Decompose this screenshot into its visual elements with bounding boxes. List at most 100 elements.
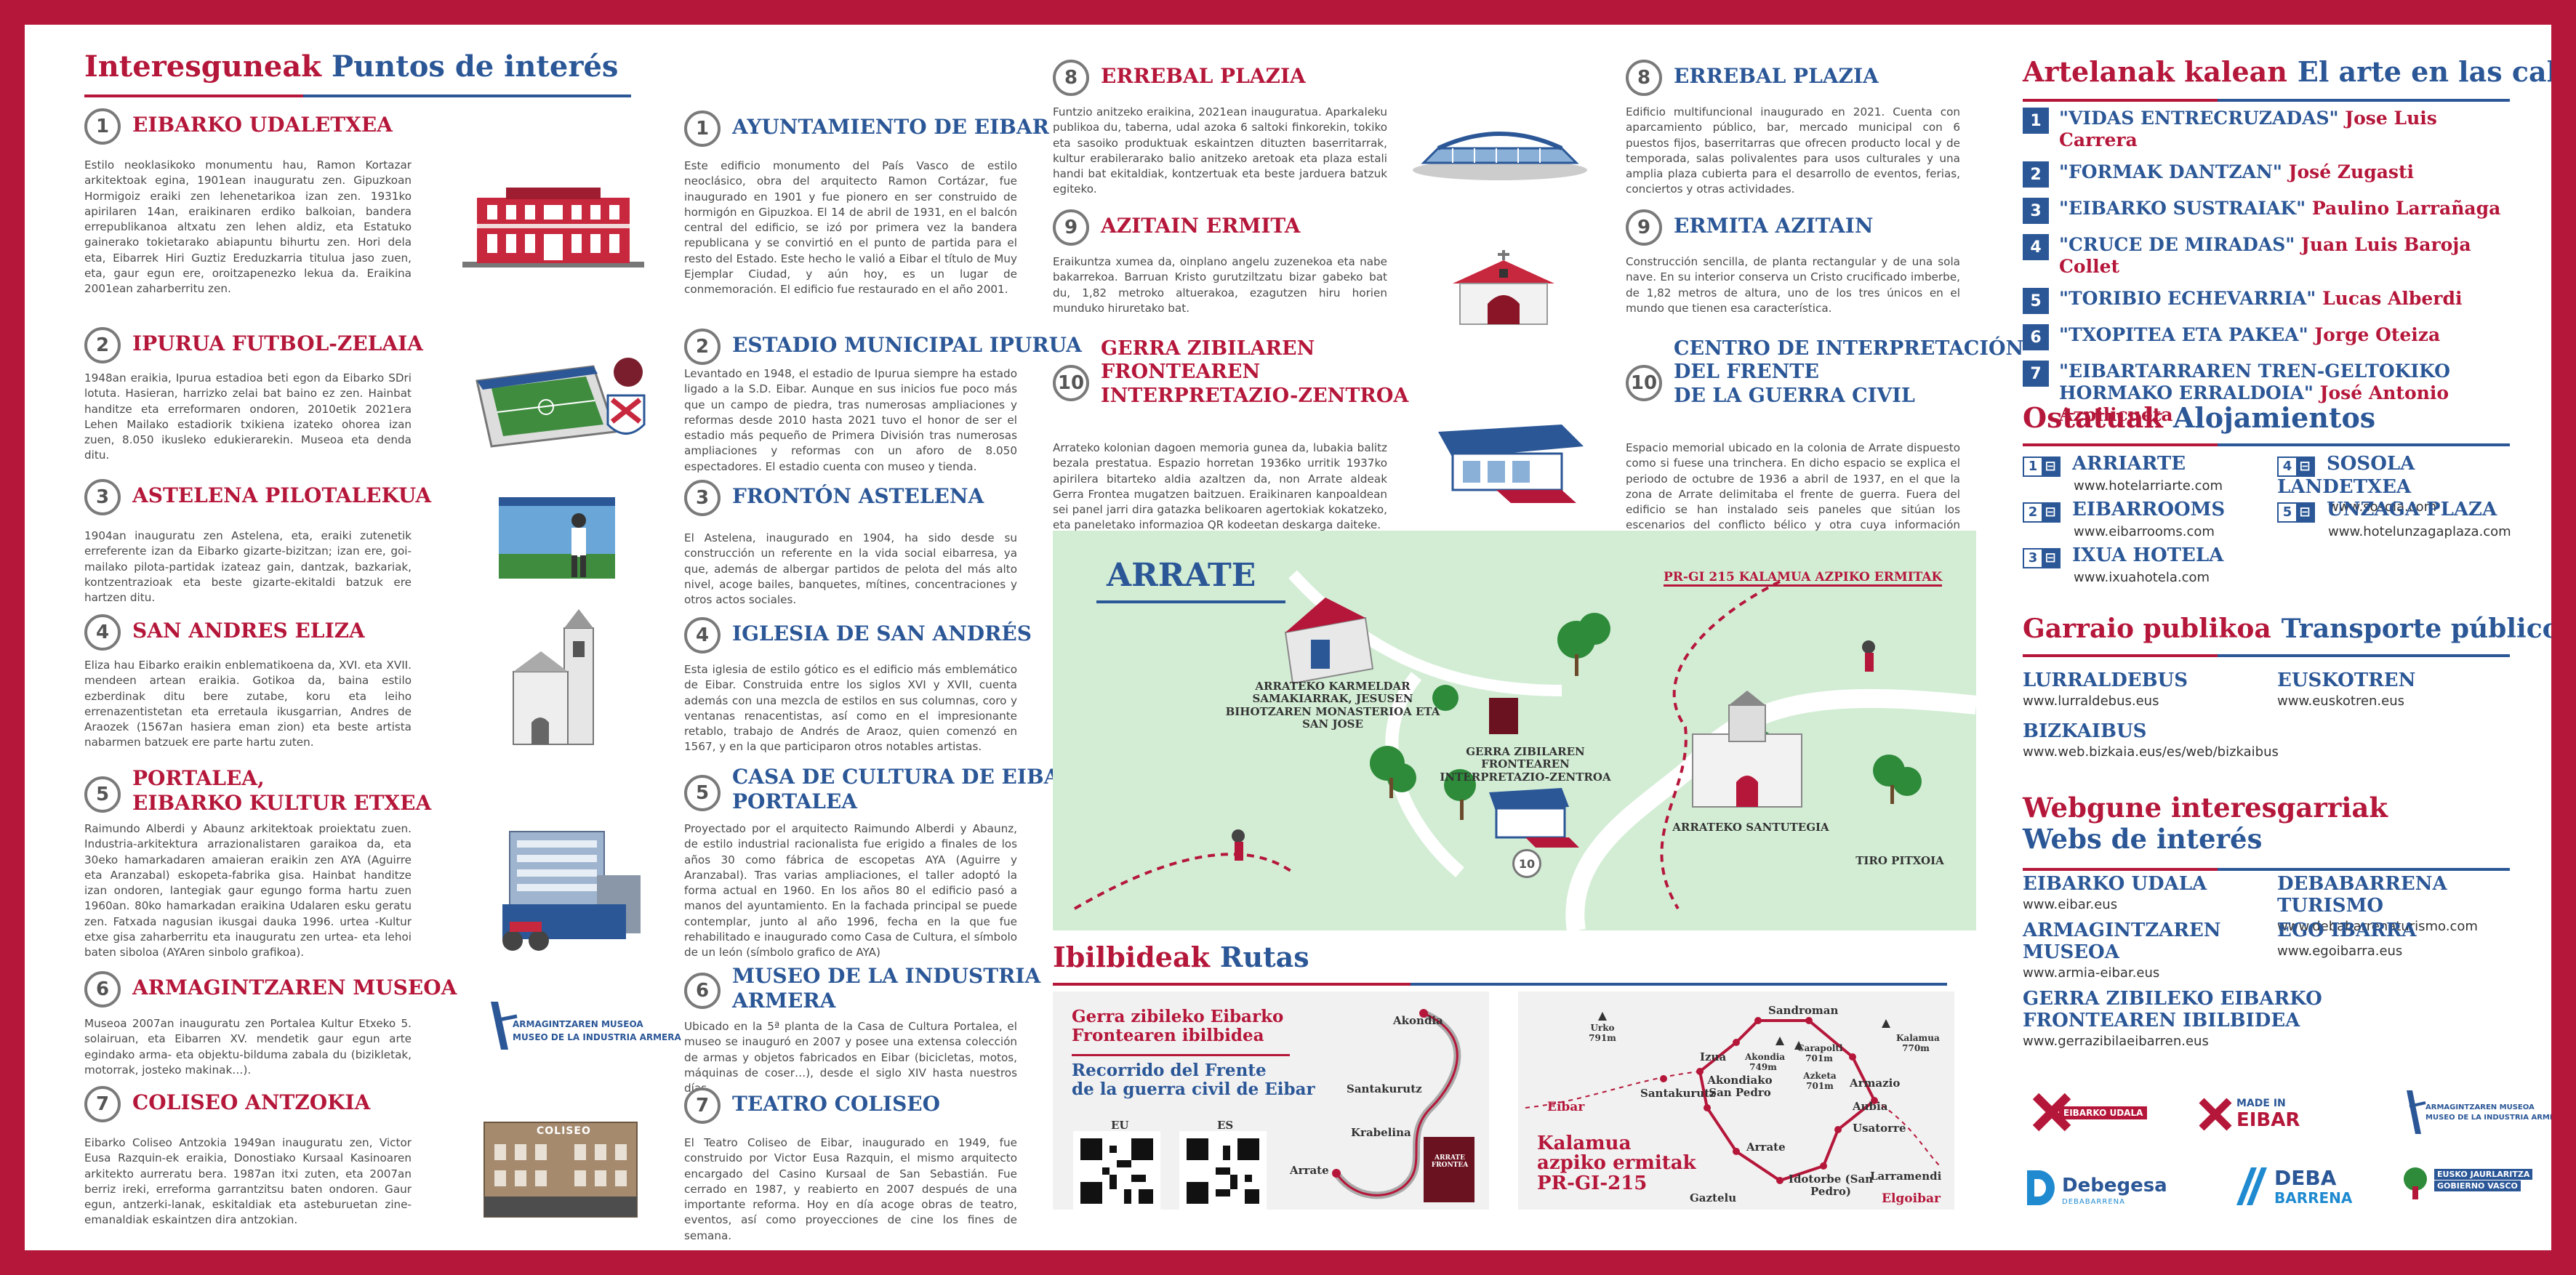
bed-icon: ⊟ <box>2042 457 2059 475</box>
art-item-6: 6"TXOPITEA ETA PAKEA" Jorge Oteiza <box>2023 324 2517 350</box>
title-line: PORTALEA, <box>132 766 265 790</box>
poi-item-body: Construcción sencilla, de planta rectang… <box>1626 255 1960 315</box>
poi-number: 8 <box>1053 60 1089 96</box>
poi-item-body: El Astelena, inaugurado en 1904, ha sido… <box>684 531 1017 607</box>
web-url[interactable]: www.debabarrenaturismo.com <box>2277 918 2478 934</box>
poi-item-title: ARMAGINTZAREN MUSEOA <box>132 976 457 1000</box>
poi-item-body: Este edificio monumento del País Vasco d… <box>684 159 1017 297</box>
art-item-text: "EIBARKO SUSTRAIAK" Paulino Larrañaga <box>2059 198 2500 220</box>
poi-number: 2 <box>684 329 721 365</box>
poi-number: 10 <box>1626 365 1662 401</box>
poi-number: 5 <box>84 776 121 813</box>
route-2-map <box>1525 1012 1941 1184</box>
barrena-text: BARRENA <box>2274 1189 2353 1207</box>
hotel-name: SOSOLA LANDETXEA <box>2277 453 2415 498</box>
hotel-badge: 2⊟ <box>2023 502 2061 523</box>
fronton-illustration <box>499 497 615 579</box>
poi-rule <box>84 94 631 97</box>
route-2-place: Gaztelu <box>1690 1191 1737 1204</box>
route-2-place: Santakurutz <box>1640 1087 1716 1100</box>
art-item-7: 7"EIBARTARRAREN TREN-GELTOKIKO HORMAKO E… <box>2023 361 2517 426</box>
transport-title-es: Transporte público <box>2281 614 2551 644</box>
route-2-place: Aubia <box>1853 1100 1888 1113</box>
webs-title-eu: Webgune interesgarriak <box>2023 792 2388 824</box>
poi-item-title: TEATRO COLISEO <box>732 1092 941 1116</box>
poi-item-title: IGLESIA DE SAN ANDRÉS <box>732 622 1032 645</box>
lodging-item-2: 2⊟EIBARROOMS www.eibarrooms.com <box>2023 499 2225 541</box>
gv-text-2: GOBIERNO VASCO <box>2434 1181 2521 1191</box>
poi-number: 1 <box>684 110 721 147</box>
title-line: MUSEOA <box>2023 941 2119 963</box>
poi-item-body: Estilo neoklasikoko monumentu hau, Ramon… <box>84 158 412 296</box>
hotel-url[interactable]: www.sosola.com <box>2328 499 2437 515</box>
art-title-eu: Artelanak kalean <box>2023 55 2287 88</box>
hotel-url[interactable]: www.eibarrooms.com <box>2074 523 2215 539</box>
art-title-es: El arte en las calles <box>2297 55 2551 88</box>
transport-url[interactable]: www.web.bizkaia.eus/es/web/bizkaibus <box>2023 744 2279 760</box>
transport-url[interactable]: www.euskotren.eus <box>2277 693 2405 709</box>
web-name: DEBABARRENA TURISMO <box>2277 873 2447 917</box>
poi-number: 1 <box>84 108 121 145</box>
art-item-1: 1"VIDAS ENTRECRUZADAS" Jose Luis Carrera <box>2023 108 2517 151</box>
coliseo-illustration: COLISEO <box>477 1115 644 1224</box>
eibar-x-icon <box>2032 1093 2071 1132</box>
hotel-url[interactable]: www.ixuahotela.com <box>2074 569 2210 585</box>
transport-url[interactable]: www.lurraldebus.eus <box>2023 693 2159 709</box>
routes-rule <box>1053 983 1947 986</box>
title-line: FRONTEAREN <box>1101 361 1261 384</box>
arrate-sanctuary-label: ARRATEKO SANTUTEGIA <box>1672 821 1829 834</box>
hotel-url[interactable]: www.hotelarriarte.com <box>2074 478 2223 494</box>
poi-item-title: ASTELENA PILOTALEKUA <box>132 483 432 507</box>
qr-code-eu[interactable] <box>1073 1131 1160 1210</box>
art-number: 6 <box>2023 324 2049 350</box>
poi-item-body: Eraikuntza xumea da, oinplano angelu zuz… <box>1053 255 1387 315</box>
art-title: Artelanak kalean El arte en las calles <box>2023 57 2551 87</box>
webs-title: Webgune interesgarriak Webs de interés <box>2023 792 2388 854</box>
poi-item-title: IPURUA FUTBOL-ZELAIA <box>132 331 423 355</box>
route-1-divider <box>1072 1054 1290 1056</box>
route-2-place: Urko 791m <box>1589 1023 1616 1043</box>
art-item-5: 5"TORIBIO ECHEVARRIA" Lucas Alberdi <box>2023 288 2517 314</box>
art-item-3: 3"EIBARKO SUSTRAIAK" Paulino Larrañaga <box>2023 198 2517 224</box>
poi-number: 6 <box>84 971 121 1007</box>
title-line: GERRA ZIBILEKO EIBARKO <box>2023 988 2322 1010</box>
poi-item-body: Raimundo Alberdi y Abaunz arkitektoak pr… <box>84 822 412 960</box>
art-number: 7 <box>2023 361 2049 387</box>
title-line: PR-GI-215 <box>1537 1172 1648 1194</box>
poi-title-es: Puntos de interés <box>331 49 619 84</box>
arrate-map-title: ARRATE <box>1107 557 1256 594</box>
poi-number: 4 <box>684 617 721 653</box>
poi-number: 7 <box>684 1087 721 1124</box>
qr-code-es[interactable] <box>1179 1131 1267 1210</box>
poi-item-body: Levantado en 1948, el estadio de Ipurua … <box>684 367 1017 473</box>
hotel-number: 3 <box>2028 550 2038 566</box>
web-url[interactable]: www.gerrazibilaeibarren.eus <box>2023 1033 2209 1049</box>
bed-icon: ⊟ <box>2296 503 2314 521</box>
bed-icon: ⊟ <box>2042 549 2059 567</box>
route-1-akondia: Akondia <box>1393 1014 1443 1027</box>
web-url[interactable]: www.egoibarra.eus <box>2277 943 2403 959</box>
museum-logo-small: ARMAGINTZAREN MUSEOA MUSEO DE LA INDUSTR… <box>2401 1087 2551 1138</box>
hotel-url[interactable]: www.hotelunzagaplaza.com <box>2328 523 2511 539</box>
deba-barrena-logo: DEBA BARRENA <box>2234 1165 2353 1211</box>
route-2-place: Carapoltl 701m <box>1797 1043 1843 1063</box>
poi-item-body: Esta iglesia de estilo gótico es el edif… <box>684 663 1017 754</box>
art-name: "FORMAK DANTZAN" <box>2059 161 2282 182</box>
gv-text-1: EUSKO JAURLARITZA <box>2434 1169 2533 1180</box>
eibar-text: EIBAR <box>2236 1109 2300 1131</box>
map-point-10-badge: 10 <box>1512 849 1541 878</box>
transport-title-eu: Garraio publikoa <box>2023 614 2271 644</box>
hotel-number: 5 <box>2282 504 2292 520</box>
web-url[interactable]: www.armia-eibar.eus <box>2023 965 2160 981</box>
web-url[interactable]: www.eibar.eus <box>2023 896 2118 912</box>
museum-logo-line-2: MUSEO DE LA INDUSTRIA ARMERA <box>513 1032 681 1042</box>
